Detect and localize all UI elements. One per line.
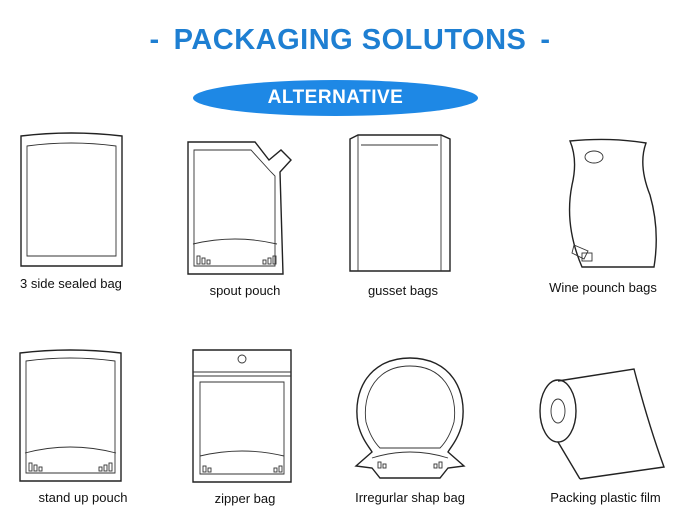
plastic-film-roll-icon — [539, 368, 665, 480]
label-3-side-sealed-bag: 3 side sealed bag — [20, 276, 122, 291]
page-title: -PACKAGING SOLUTONS- — [0, 24, 700, 57]
stand-up-pouch-icon — [19, 349, 122, 482]
label-spout-pouch: spout pouch — [209, 283, 281, 298]
alternative-badge: ALTERNATIVE — [193, 80, 478, 116]
wine-pouch-bag-icon — [568, 138, 657, 268]
title-text: PACKAGING SOLUTONS — [173, 24, 527, 56]
label-zipper-bag: zipper bag — [214, 491, 276, 506]
gusset-bag-icon — [349, 134, 451, 272]
spout-pouch-icon — [187, 141, 292, 275]
zipper-bag-icon — [192, 349, 292, 483]
label-gusset-bags: gusset bags — [367, 283, 439, 298]
title-dash-right: - — [540, 24, 551, 56]
label-stand-up-pouch: stand up pouch — [38, 490, 128, 505]
title-dash-left: - — [149, 24, 160, 56]
alternative-badge-label: ALTERNATIVE — [267, 87, 404, 108]
three-side-sealed-bag-icon — [20, 132, 123, 267]
irregular-shape-bag-icon — [354, 357, 466, 479]
label-irregular-shape-bag: Irregurlar shap bag — [355, 490, 465, 505]
label-wine-pouch-bags: Wine pounch bags — [549, 280, 657, 295]
label-packing-plastic-film: Packing plastic film — [550, 490, 661, 505]
